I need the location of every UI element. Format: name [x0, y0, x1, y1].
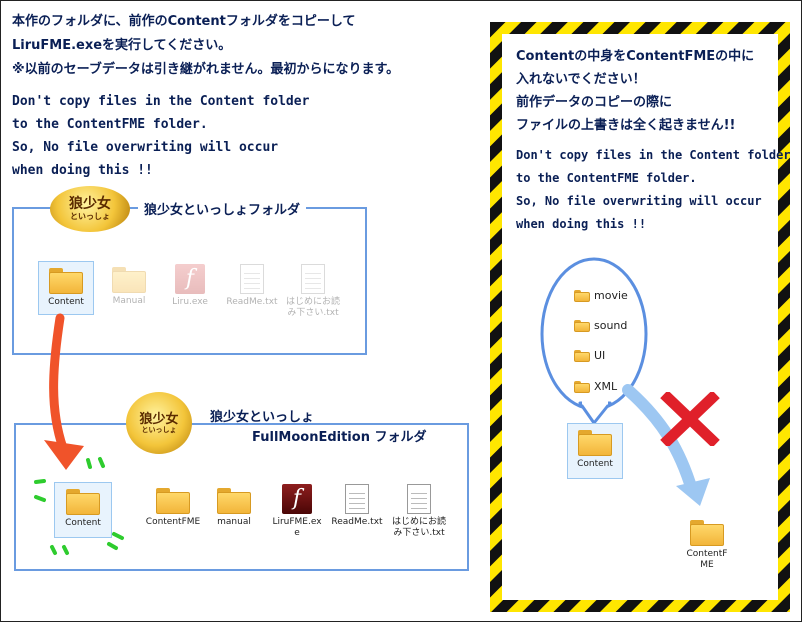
new-lirufme-exe-label: LiruFME.exe — [272, 517, 322, 538]
new-hajimeni-label: はじめにお読み下さい.txt — [391, 517, 446, 538]
old-manual-folder[interactable]: Manual — [94, 267, 164, 307]
new-manual-folder[interactable]: manual — [199, 488, 269, 528]
folder-icon — [574, 380, 590, 393]
old-hajimeni-label: はじめにお読み下さい.txt — [285, 297, 340, 318]
folder-icon — [690, 520, 724, 546]
warning-jp-line-1: Contentの中身をContentFMEの中に — [516, 49, 755, 64]
subfolder-ui[interactable]: UI — [574, 349, 605, 362]
intro-jp-line-2: LiruFME.exeを実行してください。 — [12, 38, 232, 53]
warning-en-line-3: So, No file overwriting will occur — [516, 194, 762, 208]
text-file-icon — [345, 484, 369, 514]
flash-icon: f — [282, 484, 312, 514]
subfolder-movie[interactable]: movie — [574, 289, 628, 302]
old-readme-file[interactable]: ReadMe.txt — [217, 264, 287, 308]
flash-icon: f — [175, 264, 205, 294]
old-content-folder[interactable]: Content — [38, 261, 94, 315]
old-folder-title: 狼少女といっしょフォルダ — [138, 199, 307, 218]
subfolder-xml[interactable]: XML — [574, 380, 617, 393]
warning-content-label: Content — [577, 459, 613, 469]
warning-en-line-4: when doing this !! — [516, 217, 647, 231]
new-contentfme-label: ContentFME — [145, 517, 201, 527]
old-liru-exe[interactable]: f Liru.exe — [155, 264, 225, 308]
new-contentfme-folder[interactable]: ContentFME — [138, 488, 208, 528]
old-content-label: Content — [48, 297, 84, 307]
text-file-icon — [407, 484, 431, 514]
warning-content-folder[interactable]: Content — [567, 423, 623, 479]
warning-jp-line-4: ファイルの上書きは全く起きません!! — [516, 118, 736, 133]
folder-icon — [578, 430, 612, 456]
intro-jp-line-1: 本作のフォルダに、前作のContentフォルダをコピーして — [12, 14, 356, 29]
warning-contentfme-folder[interactable]: ContentFME — [672, 520, 742, 571]
cross-icon — [660, 392, 720, 446]
new-game-logo: 狼少女といっしょ — [126, 392, 192, 454]
new-hajimeni-file[interactable]: はじめにお読み下さい.txt — [384, 484, 454, 539]
new-folder-window — [14, 423, 469, 571]
folder-icon — [112, 267, 146, 293]
folder-icon — [574, 319, 590, 332]
intro-en-line-3: So, No file overwriting will occur — [12, 140, 279, 155]
old-readme-label: ReadMe.txt — [226, 297, 278, 307]
warning-en-line-2: to the ContentFME folder. — [516, 171, 697, 185]
subfolder-xml-label: XML — [594, 380, 618, 393]
new-content-label: Content — [65, 518, 101, 528]
intro-en-line-4: when doing this !! — [12, 163, 153, 178]
warning-en-line-1: Don't copy files in the Content folder — [516, 148, 791, 162]
intro-en-line-1: Don't copy files in the Content folder — [12, 94, 310, 109]
subfolder-bubble — [540, 257, 648, 425]
intro-en-line-2: to the ContentFME folder. — [12, 117, 208, 132]
new-lirufme-exe[interactable]: f LiruFME.exe — [262, 484, 332, 539]
folder-icon — [217, 488, 251, 514]
new-readme-file[interactable]: ReadMe.txt — [322, 484, 392, 528]
folder-icon — [574, 289, 590, 302]
new-folder-title-2: FullMoonEdition フォルダ — [246, 426, 433, 445]
subfolder-sound-label: sound — [594, 319, 628, 332]
folder-icon — [574, 349, 590, 362]
old-manual-label: Manual — [112, 296, 146, 306]
new-readme-label: ReadMe.txt — [331, 517, 383, 527]
subfolder-sound[interactable]: sound — [574, 319, 627, 332]
folder-icon — [156, 488, 190, 514]
text-file-icon — [301, 264, 325, 294]
new-folder-title-1: 狼少女といっしょ — [210, 410, 315, 425]
subfolder-ui-label: UI — [594, 349, 606, 362]
subfolder-movie-label: movie — [594, 289, 628, 302]
old-game-logo: 狼少女といっしょ — [50, 186, 130, 232]
intro-jp-line-3: ※以前のセーブデータは引き継がれません。最初からになります。 — [12, 62, 400, 77]
warning-jp-line-3: 前作データのコピーの際に — [516, 95, 673, 110]
new-manual-label: manual — [217, 517, 251, 527]
warning-contentfme-label: ContentFME — [686, 549, 728, 570]
text-file-icon — [240, 264, 264, 294]
warning-jp-line-2: 入れないでください！ — [516, 72, 646, 87]
old-hajimeni-file[interactable]: はじめにお読み下さい.txt — [278, 264, 348, 319]
new-content-folder[interactable]: Content — [54, 482, 112, 538]
folder-icon — [49, 268, 83, 294]
folder-icon — [66, 489, 100, 515]
old-liru-exe-label: Liru.exe — [172, 297, 208, 307]
